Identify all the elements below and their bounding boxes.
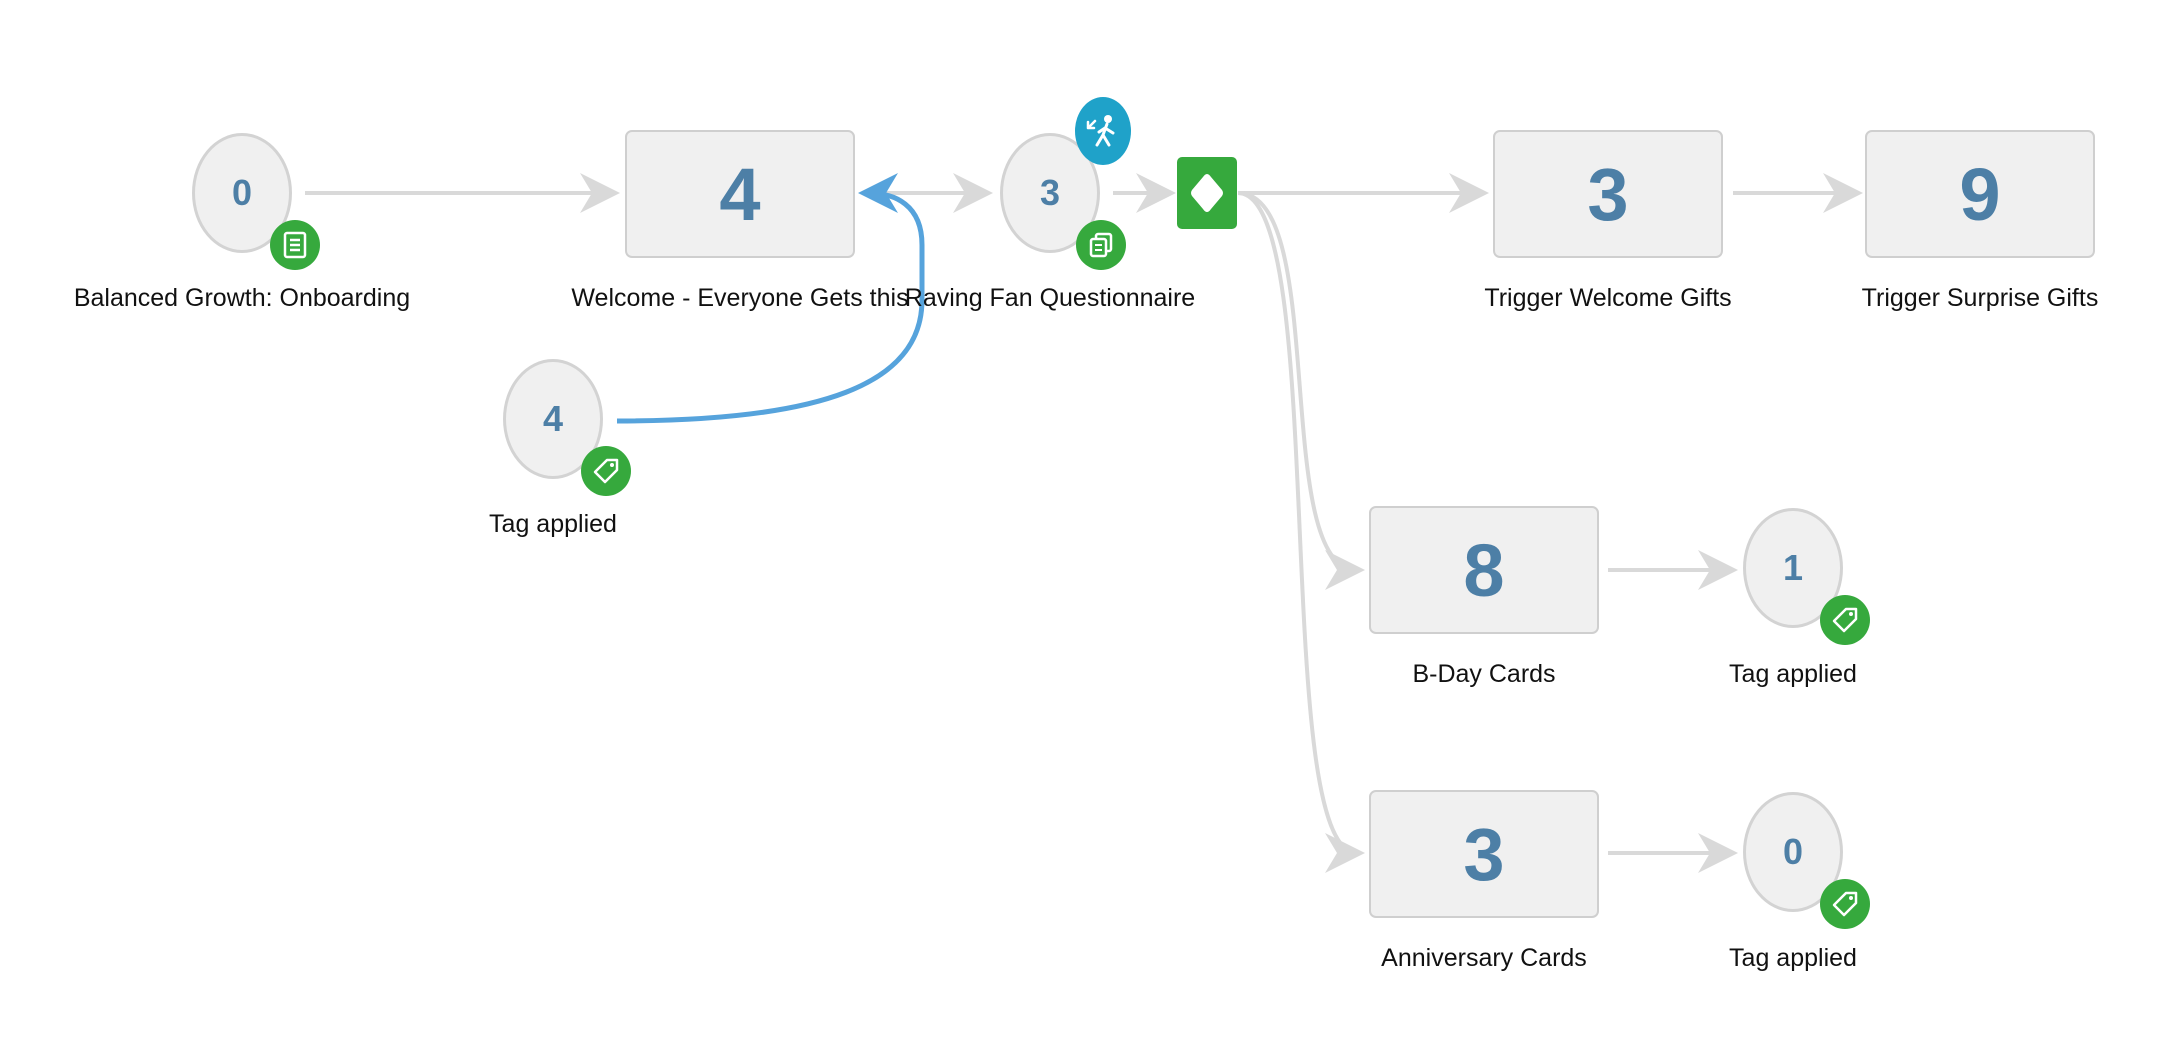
- connector-tag-to-welcome-highlight: [616, 173, 925, 424]
- node-surprise-gifts[interactable]: 9: [1865, 130, 2095, 258]
- tag-icon-glyph: [593, 458, 619, 484]
- node-count: 3: [1587, 152, 1629, 236]
- tag-icon: [1820, 879, 1870, 929]
- node-anniversary-cards[interactable]: 3: [1369, 790, 1599, 918]
- node-label-bday-cards: B-Day Cards: [1412, 660, 1556, 688]
- node-label-tag-anniversary: Tag applied: [1729, 944, 1857, 972]
- form-icon-glyph: [283, 231, 307, 259]
- node-count: 4: [719, 152, 761, 236]
- node-label-welcome: Welcome - Everyone Gets this: [571, 284, 909, 312]
- node-count: 3: [1463, 812, 1505, 896]
- decision-node[interactable]: [1177, 157, 1237, 229]
- connector-decision-to-anniversary-cards: [1237, 191, 1365, 873]
- node-label-surprise-gifts: Trigger Surprise Gifts: [1861, 284, 2099, 312]
- copy-icon-glyph: [1089, 232, 1113, 258]
- node-welcome[interactable]: 4: [625, 130, 855, 258]
- tag-icon: [1820, 595, 1870, 645]
- node-label-tag-left: Tag applied: [489, 510, 617, 538]
- node-count: 4: [542, 398, 564, 439]
- connector-decision-to-bday-cards: [1237, 191, 1365, 590]
- node-count: 9: [1959, 152, 2001, 236]
- node-label-onboarding: Balanced Growth: Onboarding: [73, 284, 411, 312]
- node-count: 8: [1463, 528, 1505, 612]
- diamond-icon: [1191, 174, 1223, 212]
- form-icon: [270, 220, 320, 270]
- goal-walker-icon[interactable]: [1075, 97, 1131, 165]
- node-label-anniversary-cards: Anniversary Cards: [1381, 944, 1587, 972]
- node-label-questionnaire: Raving Fan Questionnaire: [904, 284, 1196, 312]
- node-count: 0: [231, 172, 253, 213]
- node-welcome-gifts[interactable]: 3: [1493, 130, 1723, 258]
- copy-icon: [1076, 220, 1126, 270]
- node-label-welcome-gifts: Trigger Welcome Gifts: [1484, 284, 1732, 312]
- node-label-tag-bday: Tag applied: [1729, 660, 1857, 688]
- node-count: 3: [1039, 172, 1061, 213]
- tag-icon-glyph: [1832, 891, 1858, 917]
- node-count: 0: [1782, 831, 1804, 872]
- node-count: 1: [1782, 547, 1804, 588]
- tag-icon-glyph: [1832, 607, 1858, 633]
- node-bday-cards[interactable]: 8: [1369, 506, 1599, 634]
- tag-icon: [581, 446, 631, 496]
- goal-walker-icon-glyph: [1086, 115, 1115, 147]
